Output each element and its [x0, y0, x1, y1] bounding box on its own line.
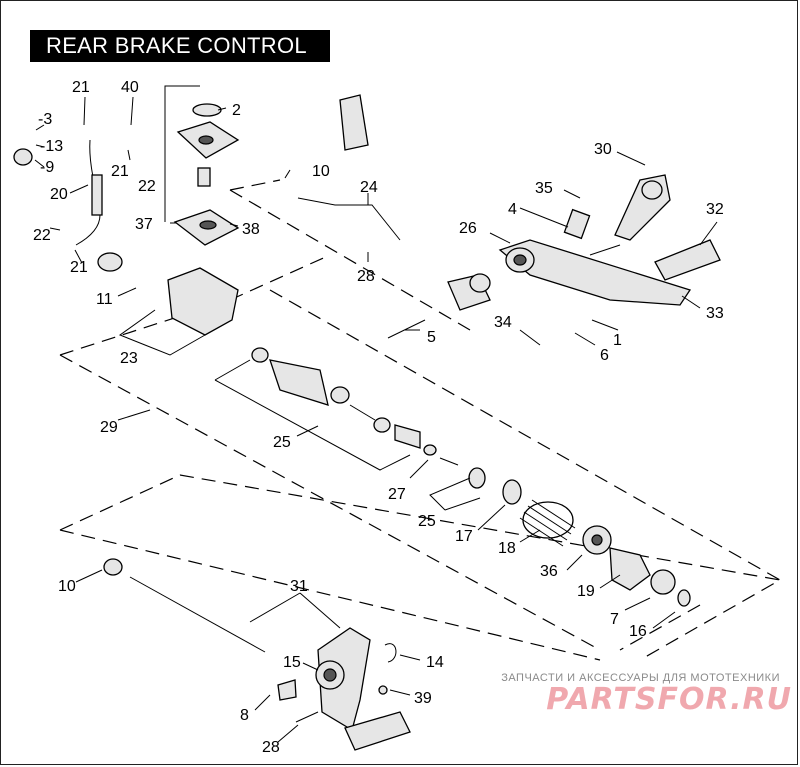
- callout-19: 19: [577, 583, 595, 600]
- watermark-logo: PARTSFOR.RU: [546, 682, 792, 717]
- callout-10-lower: 10: [58, 578, 76, 595]
- callout-28-lower: 28: [262, 739, 280, 756]
- callout-5: 5: [427, 329, 436, 346]
- callout-33: 33: [706, 305, 724, 322]
- callout-26: 26: [459, 220, 477, 237]
- callout-31: 31: [290, 578, 308, 595]
- callout-29: 29: [100, 419, 118, 436]
- callout-36: 36: [540, 563, 558, 580]
- callout-24: 24: [360, 179, 378, 196]
- callout-17: 17: [455, 528, 473, 545]
- callout-21-bottom: 21: [70, 259, 88, 276]
- callout-21-top: 21: [72, 79, 90, 96]
- callout-18: 18: [498, 540, 516, 557]
- callout-39: 39: [414, 690, 432, 707]
- assembly-outline: [59, 179, 782, 661]
- watermark-tagline: ЗАПЧАСТИ И АКСЕССУАРЫ ДЛЯ МОТОТЕХНИКИ: [501, 672, 780, 684]
- callout-14: 14: [426, 654, 444, 671]
- callout-22-left: 22: [33, 227, 51, 244]
- callout-22-right: 22: [138, 178, 156, 195]
- callout-4: 4: [508, 201, 517, 218]
- callout-40: 40: [121, 79, 139, 96]
- callout-16: 16: [629, 623, 647, 640]
- callout-9: -9: [40, 159, 54, 176]
- callout-32: 32: [706, 201, 724, 218]
- callout-28-upper: 28: [357, 268, 375, 285]
- callout-25-upper: 25: [273, 434, 291, 451]
- callout-20: 20: [50, 186, 68, 203]
- callout-21-mid: 21: [111, 163, 129, 180]
- callout-38: 38: [242, 221, 260, 238]
- callout-8: 8: [240, 707, 249, 724]
- callout-7: 7: [610, 611, 619, 628]
- callout-34: 34: [494, 314, 512, 331]
- callout-3: -3: [38, 111, 52, 128]
- callout-30: 30: [594, 141, 612, 158]
- callout-11: 11: [96, 291, 113, 308]
- callout-27: 27: [388, 486, 406, 503]
- callout-25-lower: 25: [418, 513, 436, 530]
- callout-2: 2: [232, 102, 241, 119]
- leader-lines: [34, 85, 718, 743]
- parts-illustrations: [13, 94, 721, 751]
- diagram-title: REAR BRAKE CONTROL: [30, 30, 330, 62]
- callout-13: -13: [40, 138, 63, 155]
- callout-15: 15: [283, 654, 301, 671]
- callout-labels: 1 2 -3 4 5 6 7 8 -9 10 10 11 -13 14 15 1…: [33, 79, 724, 756]
- callout-23: 23: [120, 350, 138, 367]
- callout-10-upper: 10: [312, 163, 330, 180]
- callout-37: 37: [135, 216, 153, 233]
- callout-1: 1: [613, 332, 622, 349]
- callout-6: 6: [600, 347, 609, 364]
- callout-35: 35: [535, 180, 553, 197]
